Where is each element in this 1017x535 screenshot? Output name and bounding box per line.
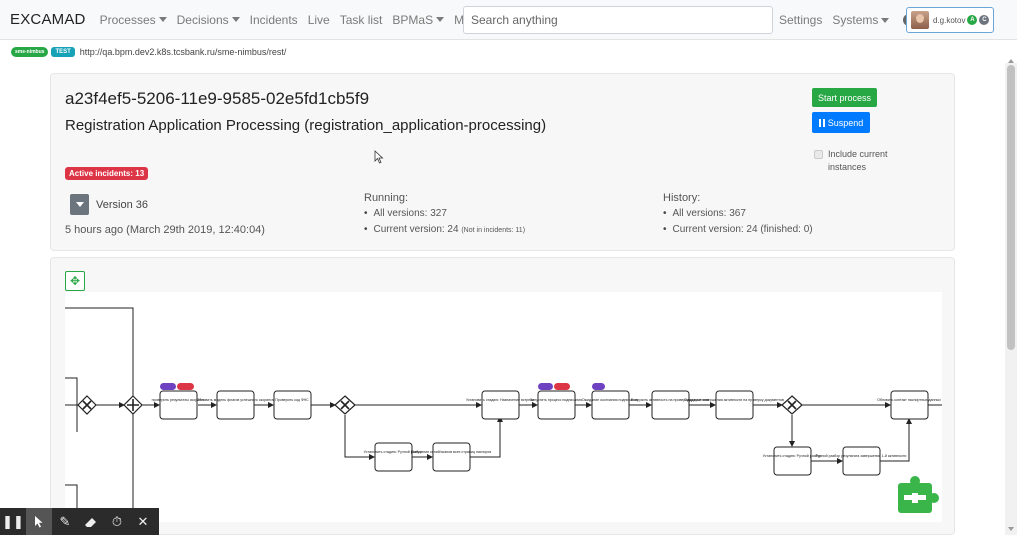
include-current-checkbox[interactable]	[814, 150, 823, 159]
history-current-version-text: Current version: 24 (finished: 0)	[672, 224, 813, 235]
search-input[interactable]	[463, 6, 773, 34]
chevron-down-icon	[158, 17, 167, 22]
pause-icon[interactable]: ❚❚	[2, 513, 24, 529]
version-timestamp: 5 hours ago (March 29th 2019, 12:40:04)	[65, 224, 265, 236]
running-current-version: Current version: 24 (Not in incidents: 1…	[364, 224, 526, 235]
cursor-icon	[374, 150, 384, 164]
task-label: Установить стадию: Назначение встречи	[466, 398, 534, 402]
start-process-button[interactable]: Start process	[812, 88, 877, 107]
task-label: Выгрузить активность на проверку докумен…	[631, 398, 709, 402]
test-badge: TEST	[51, 47, 75, 57]
brand-logo[interactable]: EXCAMAD	[10, 11, 86, 28]
history-all-versions-text: All versions: 367	[672, 208, 746, 219]
chevron-down-icon	[881, 17, 890, 23]
nav-processes[interactable]: Processes	[100, 13, 167, 27]
running-current-version-text: Current version: 24	[373, 224, 459, 235]
user-menu-button[interactable]: d.g.kotov A C	[906, 7, 994, 33]
close-icon[interactable]: ✕	[137, 513, 149, 529]
scroll-down-icon[interactable]	[1008, 527, 1014, 531]
nav-incidents-label: Incidents	[249, 12, 298, 27]
nav-task-list[interactable]: Task list	[340, 13, 383, 27]
task-label: Получение копий/сканов всех страниц пасп…	[411, 450, 491, 454]
nav-systems[interactable]: Systems	[832, 13, 890, 27]
active-incidents-badge[interactable]: Active incidents: 13	[65, 167, 149, 180]
nav-processes-label: Processes	[99, 12, 156, 27]
page-scrollbar[interactable]	[1005, 59, 1017, 535]
history-title: History:	[663, 192, 701, 204]
task-label: Проверить код ФНС	[275, 398, 309, 402]
bpmn-canvas[interactable]: проверить результаты скоринга Обновить м…	[65, 292, 942, 522]
environment-badge: sme-nimbus	[11, 47, 49, 57]
process-instance-id: a23f4ef5-5206-11e9-9585-02e5fd1cb5f9	[65, 89, 370, 108]
nav-decisions-label: Decisions	[176, 12, 229, 27]
chevron-down-icon	[436, 17, 445, 22]
environment-url[interactable]: http://qa.bpm.dev2.k8s.tcsbank.ru/sme-ni…	[79, 47, 287, 57]
bpmn-diagram: проверить результаты скоринга Обновить м…	[65, 307, 942, 522]
move-icon[interactable]: ✥	[65, 271, 85, 291]
pen-icon[interactable]: ✎	[59, 513, 71, 529]
task-label: Обновить модель флагов успешного скоринг…	[197, 398, 274, 402]
user-role-badge-c: C	[979, 15, 990, 25]
pause-icon	[818, 118, 825, 127]
scroll-up-icon[interactable]	[1008, 59, 1014, 63]
chevron-down-icon	[75, 202, 84, 207]
task-label: Установить стадию: Ручной разбор	[763, 454, 822, 458]
process-name: Registration Application Processing (reg…	[65, 117, 547, 134]
top-navbar: EXCAMAD Processes Decisions Incidents Li…	[0, 0, 1017, 40]
nav-bpmas[interactable]: BPMaS	[392, 12, 445, 27]
task-label: Обновить контакт паспортных данных	[877, 398, 941, 402]
running-all-versions: All versions: 327	[364, 208, 447, 219]
nav-settings[interactable]: Settings	[779, 13, 822, 27]
nav-incidents[interactable]: Incidents	[250, 13, 298, 27]
annotation-toolbar: ❚❚ ✎ ⏱ ✕	[0, 508, 159, 535]
running-all-versions-text: All versions: 327	[373, 208, 447, 219]
nav-task-list-label: Task list	[339, 12, 383, 27]
task-label: проверить результаты скоринга	[152, 398, 205, 402]
scroll-thumb[interactable]	[1007, 65, 1015, 350]
include-current-label[interactable]: Include current instances	[828, 149, 888, 172]
nav-right-group: Settings Systems ?	[779, 0, 916, 40]
version-dropdown-button[interactable]	[70, 194, 89, 215]
eraser-icon[interactable]	[78, 508, 104, 535]
pointer-icon[interactable]	[26, 508, 52, 535]
chevron-down-icon	[231, 17, 240, 22]
nav-live[interactable]: Live	[308, 13, 330, 27]
user-role-badge-a: A	[967, 15, 978, 25]
environment-bar: sme-nimbus TEST http://qa.bpm.dev2.k8s.t…	[0, 41, 1005, 63]
history-current-version: Current version: 24 (finished: 0)	[663, 224, 813, 235]
running-current-note: (Not in incidents: 11)	[461, 227, 526, 234]
nav-bpmas-label: BPMaS	[392, 12, 434, 27]
task-label: Ручной разбор результата завершения 1-й …	[816, 454, 907, 458]
history-all-versions: All versions: 367	[663, 208, 746, 219]
task-label: Ожидание окончания подписания	[582, 398, 638, 402]
task-label: Запустить процесс подписания	[530, 398, 582, 402]
nav-live-label: Live	[307, 12, 330, 27]
timer-icon[interactable]: ⏱	[111, 513, 123, 529]
running-title: Running:	[364, 192, 409, 204]
suspend-label: Suspend	[827, 117, 864, 128]
nav-settings-label: Settings	[779, 13, 823, 27]
process-info-card: a23f4ef5-5206-11e9-9585-02e5fd1cb5f9 Reg…	[50, 73, 955, 251]
version-label: Version 36	[96, 199, 148, 211]
avatar	[911, 11, 929, 29]
nav-decisions[interactable]: Decisions	[177, 13, 240, 27]
nav-systems-label: Systems	[832, 13, 879, 27]
puzzle-icon	[898, 476, 939, 513]
suspend-button[interactable]: Suspend	[812, 112, 870, 133]
task-label: Ожидание завершения активности на провер…	[684, 398, 784, 402]
diagram-card: ✥	[50, 257, 955, 535]
user-name: d.g.kotov	[933, 15, 966, 25]
task-label: Установить стадию: Ручной разбор	[364, 450, 423, 454]
